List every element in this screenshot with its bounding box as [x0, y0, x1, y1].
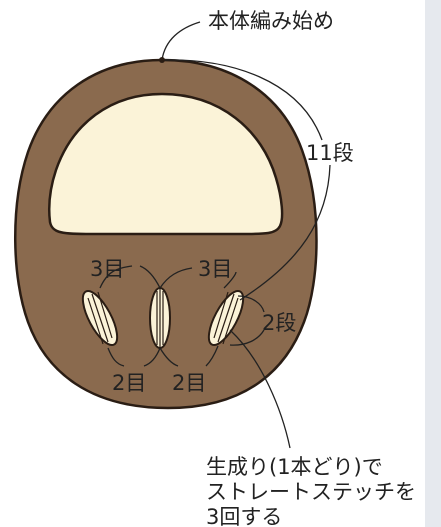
leader-rows-stitch-b: [229, 329, 265, 346]
stitch-right: [207, 290, 245, 346]
stitch-right-thread-1: [217, 293, 235, 343]
leader-rows-total-top: [161, 59, 323, 141]
stitch-left-thread-2: [97, 291, 113, 339]
note-line-1: 生成り(1本どり)で: [206, 455, 383, 479]
leader-rows-total-bottom: [239, 164, 331, 301]
leader-note: [229, 329, 291, 449]
label-top-right-stitch: 3目: [198, 257, 232, 281]
label-rows-stitch: 2段: [262, 311, 296, 335]
label-start-point: 本体編み始め: [208, 9, 334, 33]
leader-top-right-stitch-a: [159, 267, 193, 289]
leader-bottom-right-stitch-a: [159, 347, 179, 367]
stitch-middle: [149, 287, 171, 349]
stitch-right-thread-3: [222, 297, 239, 345]
leader-bottom-left-stitch-a: [107, 347, 125, 367]
label-rows-total: 11段: [306, 141, 354, 165]
stitch-right-thread-2: [213, 291, 229, 339]
note-line-2: ストレートステッチを: [206, 480, 416, 504]
label-top-left-stitch: 3目: [90, 257, 124, 281]
leader-rows-stitch-a: [237, 295, 265, 313]
page-edge-shade: [425, 0, 441, 527]
label-bottom-left-stitch: 2目: [112, 371, 146, 395]
stitch-left-thread-1: [91, 293, 109, 343]
leader-bottom-right-stitch-b: [205, 345, 219, 367]
start-point-dot: [159, 57, 165, 63]
stitch-left: [81, 290, 119, 346]
note-line-3: 3回する: [206, 505, 282, 527]
leader-top-left-stitch-a: [99, 265, 133, 289]
leader-start-point: [161, 21, 201, 61]
leader-top-right-stitch-b: [223, 271, 237, 289]
leader-bottom-left-stitch-b: [143, 347, 161, 367]
stitch-left-thread-3: [87, 297, 104, 345]
daruma-face-window: [48, 92, 284, 236]
label-bottom-right-stitch: 2目: [172, 371, 206, 395]
leader-top-left-stitch-b: [139, 265, 161, 289]
leader-lines: [99, 21, 331, 449]
